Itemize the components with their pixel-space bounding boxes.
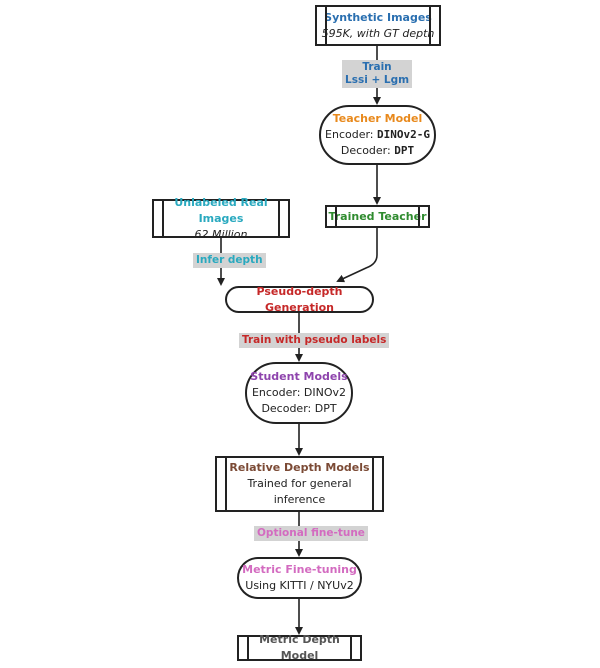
student-decoder-line: Decoder: DPT — [261, 402, 337, 415]
teacher-model-title: Teacher Model — [332, 112, 423, 125]
edge-trained-to-pseudo — [336, 228, 378, 283]
edge-label-train-line1: Train — [362, 61, 392, 73]
teacher-encoder-value: DINOv2-G — [377, 128, 430, 141]
teacher-encoder-prefix: Encoder: — [325, 128, 377, 141]
edge-label-finetune: Optional fine-tune — [254, 526, 368, 541]
trained-teacher-node: Trained Teacher — [325, 205, 430, 228]
trained-teacher-title: Trained Teacher — [328, 209, 427, 223]
student-models-node: Student Models Encoder: DINOv2 Decoder: … — [245, 362, 353, 424]
teacher-decoder-line: Decoder: DPT — [341, 143, 414, 159]
unlabeled-images-title: Unlabeled Real Images — [174, 195, 268, 225]
teacher-decoder-value: DPT — [394, 144, 415, 157]
metric-depth-model-node: Metric Depth Model — [237, 633, 362, 662]
edge-label-train-line2: Lssi + Lgm — [345, 74, 410, 86]
edge-label-infer-depth: Infer depth — [193, 253, 266, 268]
synthetic-images-title: Synthetic Images — [324, 10, 432, 24]
student-models-title: Student Models — [250, 370, 348, 383]
student-encoder-line: Encoder: DINOv2 — [251, 386, 347, 399]
metric-depth-model-title: Metric Depth Model — [259, 633, 340, 662]
metric-finetuning-line: Using KITTI / NYUv2 — [245, 579, 354, 592]
synthetic-images-node: Synthetic Images 595K, with GT depth — [315, 5, 441, 46]
metric-finetuning-node: Metric Fine-tuning Using KITTI / NYUv2 — [237, 557, 362, 599]
teacher-encoder-line: Encoder: DINOv2-G — [325, 127, 430, 143]
teacher-model-node: Teacher Model Encoder: DINOv2-G Decoder:… — [319, 105, 436, 165]
relative-depth-line1: Trained for general — [247, 477, 352, 490]
relative-depth-line2: inference — [273, 493, 326, 506]
edge-label-pseudo-labels: Train with pseudo labels — [239, 333, 390, 348]
unlabeled-images-sub: 62 Million — [194, 227, 248, 241]
edge-label-train: Train Lssi + Lgm — [342, 60, 412, 88]
relative-depth-title: Relative Depth Models — [229, 461, 370, 474]
teacher-decoder-prefix: Decoder: — [340, 144, 395, 157]
pseudo-depth-node: Pseudo-depth Generation — [225, 284, 374, 314]
metric-finetuning-title: Metric Fine-tuning — [242, 563, 357, 576]
relative-depth-node: Relative Depth Models Trained for genera… — [215, 456, 384, 512]
pseudo-depth-title: Pseudo-depth Generation — [256, 284, 343, 314]
synthetic-images-sub: 595K, with GT depth — [321, 26, 435, 40]
unlabeled-images-node: Unlabeled Real Images 62 Million — [152, 196, 290, 241]
